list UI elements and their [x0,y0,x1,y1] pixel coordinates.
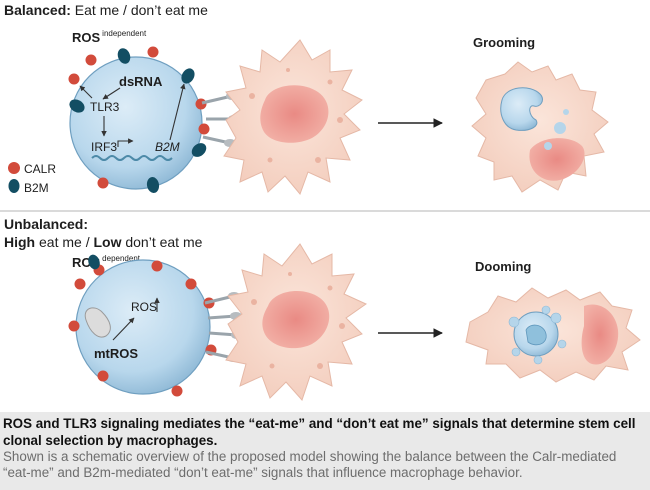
outcome-grooming: Grooming [473,35,535,50]
grooming-macrophage [471,61,609,193]
dna-wave-top [91,155,173,161]
macrophage-bottom [225,243,368,401]
b2m-legend-label: B2M [24,181,49,195]
stem-cell-top [69,56,203,190]
b2m-gene-label: B2M [155,140,180,154]
b2m-legend-dot [8,179,20,193]
bottom-heading-line2: High eat me / Low don’t eat me [4,234,203,250]
b2m-marker-bottom [88,254,100,270]
mtros-arrow [112,317,135,341]
calr-markers-bottom [68,260,217,397]
legend: CALR B2M [8,162,56,195]
caption-title: ROS and TLR3 signaling mediates the “eat… [3,416,636,448]
bottom-panel: Unbalanced: High eat me / Low don’t eat … [4,216,641,401]
outcome-dooming: Dooming [475,259,531,274]
calr-markers-top [68,46,210,189]
top-heading: Balanced: Eat me / don’t eat me [4,2,208,18]
dsrna-label: dsRNA [119,74,163,89]
dooming-macrophage [465,287,641,383]
caption-text: Shown is a schematic overview of the pro… [3,449,617,480]
mtros-label: mtROS [94,346,138,361]
ros-inner-label: ROS [131,300,157,314]
bottom-heading-line1: Unbalanced: [4,216,88,232]
macrophage-top [223,39,363,195]
figure-caption: ROS and TLR3 signaling mediates the “eat… [0,412,650,490]
tlr3-label: TLR3 [90,100,120,114]
mitochondrion [84,307,111,338]
calr-legend-label: CALR [24,162,56,176]
calr-legend-dot [8,162,20,174]
signaling-arrows-top [79,83,186,147]
b2m-markers-top [69,48,207,193]
irf3-label: IRF3 [91,140,117,154]
